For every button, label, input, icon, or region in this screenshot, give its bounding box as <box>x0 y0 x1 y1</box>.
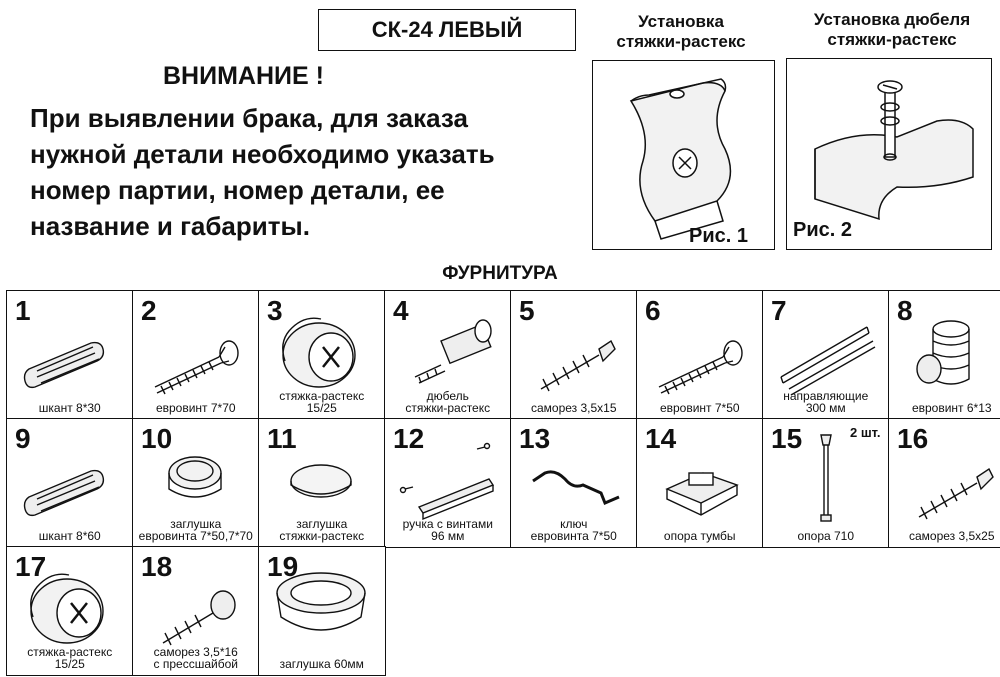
figure-1-label: Рис. 1 <box>689 225 748 247</box>
part-number: 2 <box>141 295 157 326</box>
part-cell-9: 9 шкант 8*60 <box>6 418 134 548</box>
part-caption: евровинт 6*13 <box>911 400 992 415</box>
part-number: 3 <box>267 295 283 326</box>
part-caption: саморез 3,5х15 <box>530 400 617 415</box>
part-caption: евровинт 7*50 <box>659 400 740 415</box>
part-quantity: 2 шт. <box>849 425 881 440</box>
figure-2-title: Установка дюбеля стяжки-растекс <box>813 10 971 49</box>
warning-line: название и габариты. <box>30 211 310 241</box>
part-caption: опора тумбы <box>663 528 736 543</box>
parts-grid: 1 шкант 8*30 2 евровинт 7*70 3 стяжка-растекс… <box>6 290 1000 676</box>
part-number: 13 <box>519 423 551 454</box>
section-title: ФУРНИТУРА <box>442 263 558 284</box>
model-title: СК-24 ЛЕВЫЙ <box>318 9 576 51</box>
part-caption: шкант 8*60 <box>38 528 101 543</box>
part-cell-2: 2 евровинт 7*70 <box>132 290 260 420</box>
warning-title: ВНИМАНИЕ ! <box>163 62 324 90</box>
part-cell-1: 1 шкант 8*30 <box>6 290 134 420</box>
figure-1: Рис. 1 <box>592 60 775 250</box>
part-number: 8 <box>897 295 913 326</box>
part-cell-19: 19 заглушка 60мм <box>258 546 386 676</box>
part-number: 12 <box>393 423 425 454</box>
part-number: 16 <box>897 423 929 454</box>
warning-line: При выявлении брака, для заказа <box>30 103 468 133</box>
part-cell-15: 15 2 шт. опора 710 <box>762 418 890 548</box>
part-caption: евровинт 7*70 <box>155 400 236 415</box>
cam-lock-install-icon <box>629 78 732 240</box>
part-number: 4 <box>393 295 409 326</box>
cam-dowel-install-icon <box>814 80 974 221</box>
part-cell-16: 16 саморез 3,5х25 <box>888 418 1000 548</box>
figure-2-label: Рис. 2 <box>793 219 852 241</box>
part-caption: саморез 3,5х25 <box>908 528 995 543</box>
part-number: 10 <box>141 423 173 454</box>
part-number: 17 <box>15 551 47 582</box>
part-number: 1 <box>15 295 31 326</box>
part-cell-6: 6 евровинт 7*50 <box>636 290 764 420</box>
part-cell-5: 5 саморез 3,5х15 <box>510 290 638 420</box>
figure-1-title: Установка стяжки-растекс <box>616 12 746 51</box>
part-number: 14 <box>645 423 677 454</box>
part-number: 11 <box>267 423 297 454</box>
warning-text: При выявлении брака, для заказа нужной д… <box>30 100 590 244</box>
part-number: 5 <box>519 295 535 326</box>
part-caption: опора 710 <box>797 528 855 543</box>
part-caption: заглушка 60мм <box>279 656 364 671</box>
part-number: 18 <box>141 551 173 582</box>
part-number: 6 <box>645 295 661 326</box>
part-cell-8: 8 евровинт 6*13 <box>888 290 1000 420</box>
figure-2: Рис. 2 <box>786 58 992 250</box>
part-number: 15 <box>771 423 803 454</box>
part-cell-14: 14 опора тумбы <box>636 418 764 548</box>
warning-line: нужной детали необходимо указать <box>30 139 495 169</box>
warning-line: номер партии, номер детали, ее <box>30 175 445 205</box>
part-number: 9 <box>15 423 31 454</box>
part-number: 19 <box>267 551 299 582</box>
part-caption: шкант 8*30 <box>38 400 101 415</box>
part-number: 7 <box>771 295 787 326</box>
